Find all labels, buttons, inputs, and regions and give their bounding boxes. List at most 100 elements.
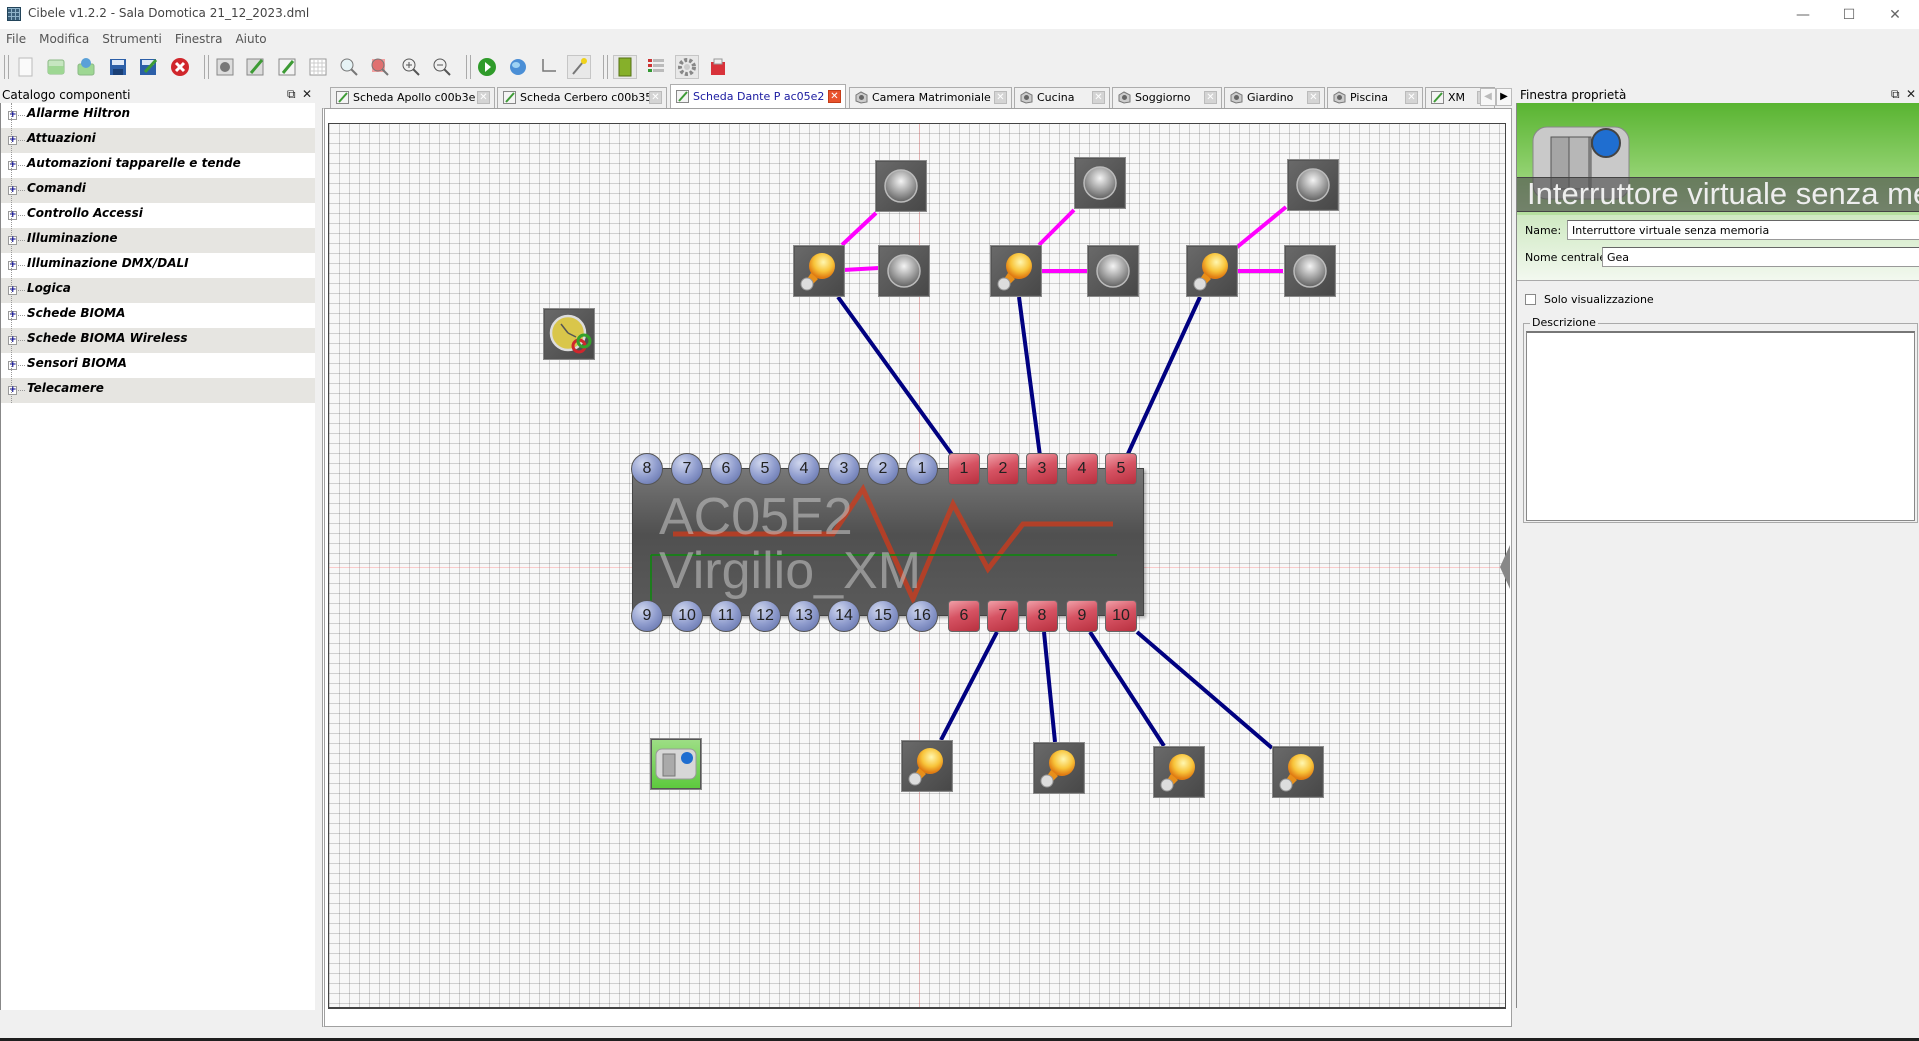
output-pin[interactable]: 5 bbox=[1105, 453, 1137, 485]
menu-strumenti[interactable]: Strumenti bbox=[102, 32, 162, 46]
expand-icon[interactable]: + bbox=[8, 235, 17, 245]
button-device[interactable] bbox=[1087, 245, 1139, 297]
button-device[interactable] bbox=[1287, 159, 1339, 211]
connector-icon[interactable] bbox=[537, 55, 561, 79]
catalog-item[interactable]: +Sensori BIOMA bbox=[8, 356, 127, 370]
input-pin[interactable]: 3 bbox=[828, 453, 860, 485]
zoom-area-icon[interactable] bbox=[368, 55, 392, 79]
virtual-switch-device[interactable] bbox=[650, 738, 702, 790]
tab-scheda-dante[interactable]: Scheda Dante P ac05e2✕ bbox=[670, 84, 846, 108]
open-web-icon[interactable] bbox=[74, 55, 98, 79]
tab-cucina[interactable]: Cucina✕ bbox=[1014, 87, 1110, 108]
expand-icon[interactable]: + bbox=[8, 285, 17, 295]
input-pin[interactable]: 9 bbox=[631, 600, 663, 632]
catalog-item[interactable]: +Automazioni tapparelle e tende bbox=[8, 156, 241, 170]
output-pin[interactable]: 8 bbox=[1026, 600, 1058, 632]
tab-close-icon[interactable]: ✕ bbox=[994, 91, 1007, 104]
output-pin[interactable]: 3 bbox=[1026, 453, 1058, 485]
tab-close-icon[interactable]: ✕ bbox=[1204, 91, 1217, 104]
catalog-item[interactable]: +Attuazioni bbox=[1, 128, 315, 153]
edit-board-icon[interactable] bbox=[243, 55, 267, 79]
zoom-icon[interactable] bbox=[337, 55, 361, 79]
catalog-item[interactable]: +Schede BIOMA Wireless bbox=[1, 328, 315, 353]
save-as-icon[interactable] bbox=[136, 55, 160, 79]
menu-file[interactable]: File bbox=[6, 32, 27, 46]
expand-icon[interactable]: + bbox=[8, 160, 17, 170]
central-name-field[interactable]: Gea bbox=[1602, 247, 1919, 267]
minimize-button[interactable]: — bbox=[1796, 6, 1810, 23]
export-icon[interactable] bbox=[706, 55, 730, 79]
output-pin[interactable]: 7 bbox=[987, 600, 1019, 632]
expand-icon[interactable]: + bbox=[8, 360, 17, 370]
tab-scroll-left-icon[interactable]: ◀ bbox=[1480, 88, 1496, 106]
input-pin[interactable]: 11 bbox=[710, 600, 742, 632]
output-pin[interactable]: 1 bbox=[948, 453, 980, 485]
expand-icon[interactable]: + bbox=[8, 135, 17, 145]
tab-close-icon[interactable]: ✕ bbox=[1307, 91, 1320, 104]
input-pin[interactable]: 6 bbox=[710, 453, 742, 485]
tab-giardino[interactable]: Giardino✕ bbox=[1224, 87, 1325, 108]
catalog-item[interactable]: +Illuminazione bbox=[1, 228, 315, 253]
menu-finestra[interactable]: Finestra bbox=[174, 32, 223, 46]
tab-scheda-apollo[interactable]: Scheda Apollo c00b3e✕ bbox=[330, 87, 495, 108]
light-device[interactable] bbox=[1033, 742, 1085, 794]
input-pin[interactable]: 14 bbox=[828, 600, 860, 632]
checkbox-box[interactable] bbox=[1525, 294, 1536, 305]
maximize-button[interactable]: ☐ bbox=[1842, 6, 1856, 23]
light-device[interactable] bbox=[1186, 245, 1238, 297]
tab-close-icon[interactable]: ✕ bbox=[828, 90, 841, 103]
expand-icon[interactable]: + bbox=[8, 210, 17, 220]
input-pin[interactable]: 5 bbox=[749, 453, 781, 485]
panel-icon[interactable] bbox=[613, 55, 637, 79]
expand-icon[interactable]: + bbox=[8, 185, 17, 195]
catalog-item[interactable]: +Controllo Accessi bbox=[8, 206, 143, 220]
input-pin[interactable]: 13 bbox=[788, 600, 820, 632]
close-panel-icon[interactable]: ✕ bbox=[302, 87, 313, 101]
menu-modifica[interactable]: Modifica bbox=[39, 32, 90, 46]
tab-soggiorno[interactable]: Soggiorno✕ bbox=[1112, 87, 1222, 108]
tab-piscina[interactable]: Piscina✕ bbox=[1327, 87, 1423, 108]
save-icon[interactable] bbox=[106, 55, 130, 79]
light-device[interactable] bbox=[990, 245, 1042, 297]
tab-close-icon[interactable]: ✕ bbox=[649, 91, 662, 104]
catalog-item[interactable]: +Schede BIOMA bbox=[8, 306, 126, 320]
collapse-panel-handle[interactable] bbox=[1500, 545, 1510, 589]
input-pin[interactable]: 2 bbox=[867, 453, 899, 485]
input-pin[interactable]: 4 bbox=[788, 453, 820, 485]
button-device[interactable] bbox=[878, 245, 930, 297]
open-icon[interactable] bbox=[44, 55, 68, 79]
expand-icon[interactable]: + bbox=[8, 260, 17, 270]
tab-close-icon[interactable]: ✕ bbox=[1092, 91, 1105, 104]
catalog-item[interactable]: +Logica bbox=[1, 278, 315, 303]
light-device[interactable] bbox=[793, 245, 845, 297]
input-pin[interactable]: 1 bbox=[906, 453, 938, 485]
globe-icon[interactable] bbox=[506, 55, 530, 79]
component-icon[interactable] bbox=[213, 55, 237, 79]
description-textarea[interactable] bbox=[1526, 331, 1915, 521]
catalog-item[interactable]: +Comandi bbox=[1, 178, 315, 203]
board-ac05e2[interactable]: AC05E2 Virgilio_XM bbox=[632, 468, 1144, 617]
readonly-checkbox[interactable]: Solo visualizzazione bbox=[1525, 293, 1654, 306]
toolbar-grip[interactable] bbox=[204, 55, 209, 79]
list-icon[interactable] bbox=[644, 55, 668, 79]
edit-icon[interactable] bbox=[275, 55, 299, 79]
output-pin[interactable]: 2 bbox=[987, 453, 1019, 485]
button-device[interactable] bbox=[1074, 157, 1126, 209]
light-device[interactable] bbox=[1272, 746, 1324, 798]
float-icon[interactable]: ⧉ bbox=[1891, 87, 1900, 101]
button-device[interactable] bbox=[1284, 245, 1336, 297]
tab-close-icon[interactable]: ✕ bbox=[1405, 91, 1418, 104]
input-pin[interactable]: 8 bbox=[631, 453, 663, 485]
timer-device[interactable] bbox=[543, 308, 595, 360]
expand-icon[interactable]: + bbox=[8, 335, 17, 345]
input-pin[interactable]: 16 bbox=[906, 600, 938, 632]
light-device[interactable] bbox=[901, 740, 953, 792]
button-device[interactable] bbox=[875, 160, 927, 212]
new-icon[interactable] bbox=[13, 55, 37, 79]
catalog-item[interactable]: +Illuminazione DMX/DALI bbox=[8, 256, 189, 270]
input-pin[interactable]: 12 bbox=[749, 600, 781, 632]
name-field[interactable]: Interruttore virtuale senza memoria bbox=[1567, 220, 1919, 240]
float-icon[interactable]: ⧉ bbox=[287, 87, 296, 101]
output-pin[interactable]: 9 bbox=[1066, 600, 1098, 632]
catalog-item[interactable]: +Telecamere bbox=[1, 378, 315, 403]
